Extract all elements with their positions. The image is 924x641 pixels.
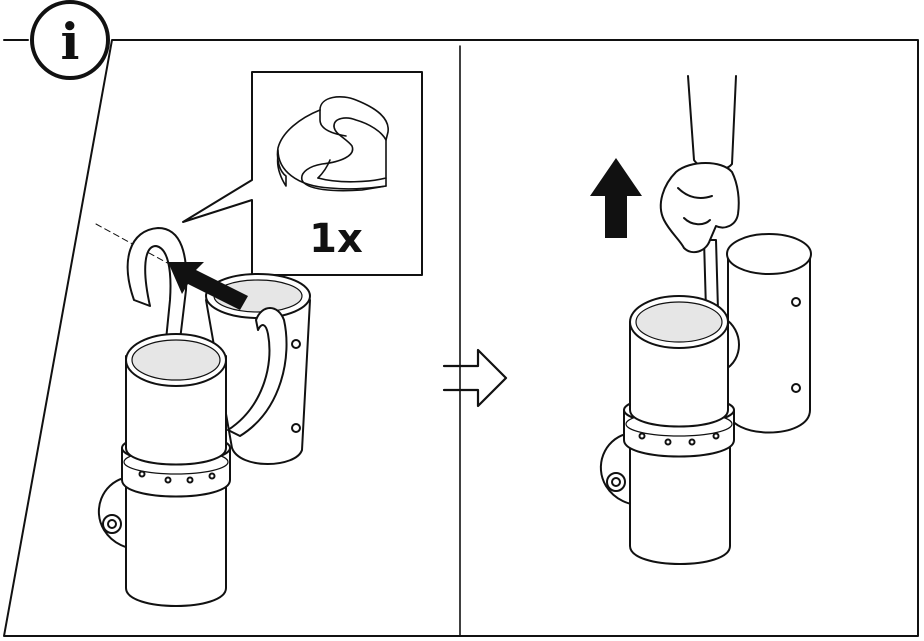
- step-left: 1x: [95, 71, 423, 607]
- strap-part-icon: [276, 96, 389, 192]
- hand-pulling: [659, 75, 740, 254]
- insert-arrow-icon: [168, 262, 248, 310]
- quantity-label: 1x: [309, 216, 363, 262]
- rear-cylinder-right: [726, 233, 812, 434]
- outer-frame: [3, 39, 919, 637]
- pull-up-arrow-icon: [590, 158, 642, 238]
- info-icon: [30, 0, 110, 80]
- front-cylinder: [97, 333, 231, 607]
- step-right: [590, 75, 812, 565]
- info-badge: i: [30, 0, 110, 80]
- callout-box: 1x: [182, 71, 423, 276]
- strap-loop: [126, 227, 288, 437]
- info-glyph: i: [61, 12, 80, 71]
- next-step-arrow-icon: [442, 348, 508, 408]
- front-cylinder-right: [599, 295, 735, 565]
